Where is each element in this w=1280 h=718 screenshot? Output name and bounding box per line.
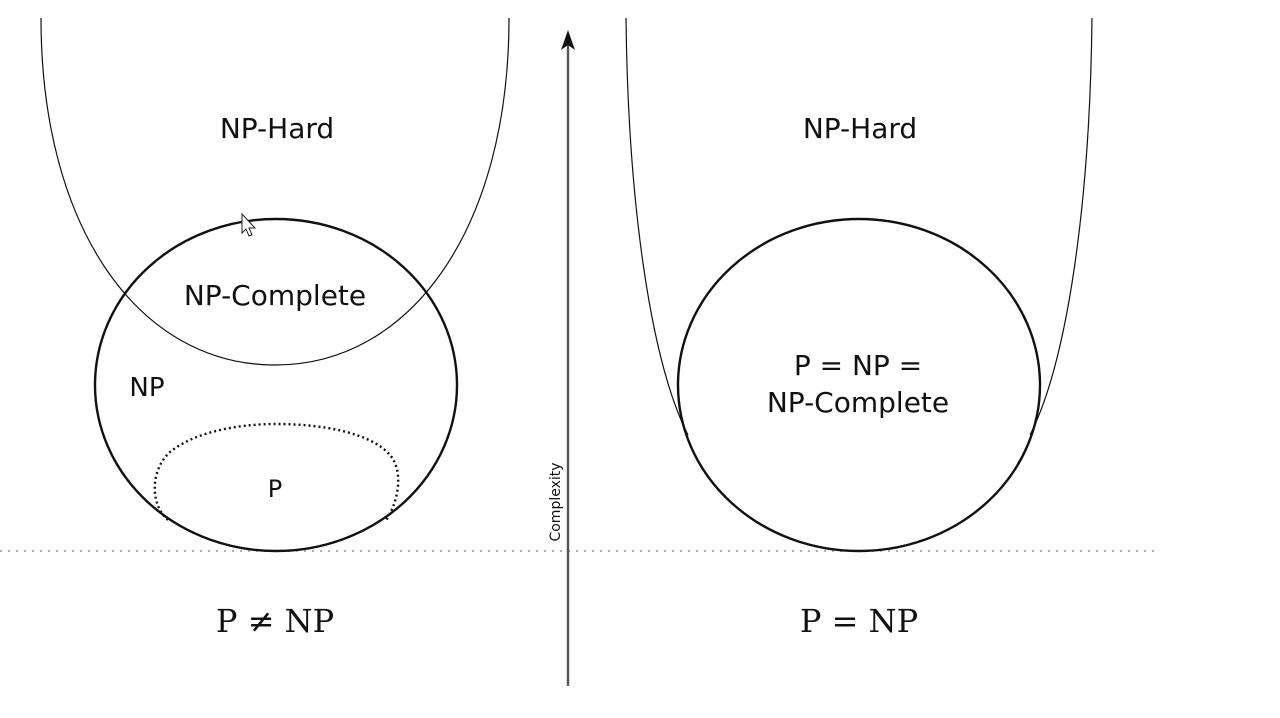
- np-label: NP: [129, 373, 164, 403]
- caption-p-equals-np: P = NP: [800, 602, 918, 640]
- equality-label-line2: NP-Complete: [767, 386, 949, 419]
- right-panel: NP-Hard P = NP = NP-Complete P = NP: [625, 17, 1093, 640]
- left-panel: NP-Hard NP-Complete NP P P ≠ NP: [40, 17, 510, 640]
- complexity-axis: Complexity: [548, 30, 575, 686]
- p-label: P: [268, 475, 282, 503]
- p-region-dotted: [153, 422, 400, 523]
- mouse-cursor-icon: [241, 212, 257, 237]
- axis-arrowhead: [561, 30, 575, 50]
- p-np-npc-circle: [676, 217, 1042, 553]
- np-complete-label-left: NP-Complete: [184, 279, 366, 312]
- np-hard-label-left: NP-Hard: [220, 112, 334, 145]
- equality-label-line1: P = NP =: [794, 349, 922, 382]
- np-hard-boundary-right-left-side: [625, 17, 689, 436]
- np-hard-boundary-right-right-side: [1029, 17, 1093, 436]
- axis-label: Complexity: [548, 462, 564, 541]
- caption-p-not-equal-np: P ≠ NP: [216, 602, 334, 640]
- np-hard-label-right: NP-Hard: [803, 112, 917, 145]
- np-circle: [93, 217, 459, 553]
- np-hard-boundary-left: [40, 17, 510, 366]
